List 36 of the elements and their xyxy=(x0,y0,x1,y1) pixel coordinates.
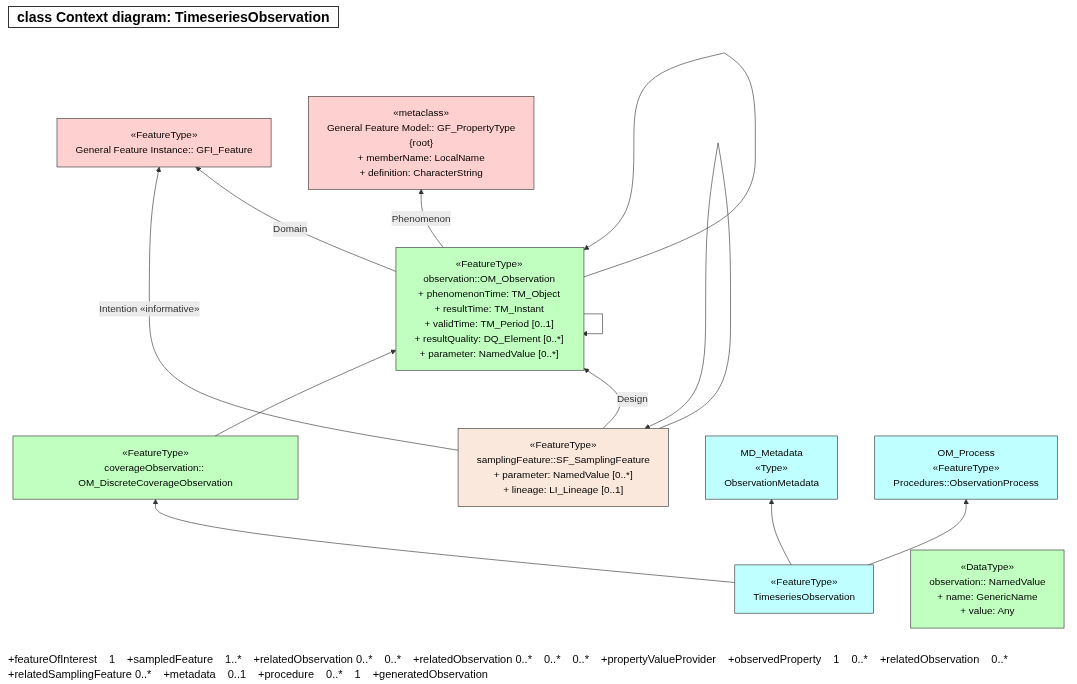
multiplicity-label: +propertyValueProvider xyxy=(600,653,716,665)
node-box: «FeatureType» observation::OM_Observation + phenomenonTime: TM_Object + resultTime: TM_Instant + validTime: TM_Period [0..1] + resultQuality: DQ_Element [0..*] + parameter: NamedValue [0..*] xyxy=(395,247,585,371)
multiplicity-label: +featureOfInterest xyxy=(8,653,97,665)
edge-label: Design xyxy=(616,393,648,405)
edge-label: Intention «informative» xyxy=(99,303,200,314)
node-box: «FeatureType» coverageObservation:: OM_DiscreteCoverageObservation xyxy=(12,435,299,500)
multiplicity-label: +sampledFeature xyxy=(127,653,213,665)
multiplicity-label: 1 xyxy=(108,653,116,665)
multiplicity-label: +relatedObservation 0..* xyxy=(253,653,373,665)
node-box: MD_Metadata «Type» ObservationMetadata xyxy=(705,435,838,500)
multiplicity-label: +relatedObservation xyxy=(879,653,980,665)
multiplicity-label: +relatedObservation 0..* xyxy=(413,653,532,665)
multiplicity-label: 0..* xyxy=(543,653,561,665)
multiplicity-label: 0..* xyxy=(851,653,868,665)
node-box: «FeatureType» TimeseriesObservation xyxy=(734,564,874,614)
multiplicity-label: 1 xyxy=(354,668,361,680)
multiplicity-label: 0..1 xyxy=(227,668,247,680)
multiplicity-label: 1..* xyxy=(225,653,242,665)
edge-label: Domain xyxy=(273,223,308,235)
node-box: «DataType» observation:: NamedValue + name: GenericName + value: Any xyxy=(910,549,1065,629)
multiplicity-label: 1 xyxy=(833,653,840,665)
node-box: «metaclass» General Feature Model:: GF_PropertyType {root} + memberName: LocalName + definition: CharacterString xyxy=(308,96,535,190)
node-box: OM_Process «FeatureType» Procedures::ObservationProcess xyxy=(874,435,1058,500)
node-box: «FeatureType» General Feature Instance:: GFI_Feature xyxy=(56,118,272,168)
multiplicity-label: 0..* xyxy=(572,653,589,665)
multiplicity-label: +relatedSamplingFeature 0..* xyxy=(8,668,152,680)
multiplicity-label: +generatedObservation xyxy=(372,668,488,680)
multiplicity-label: 0..* xyxy=(991,653,1008,665)
multiplicity-label: +procedure xyxy=(258,668,315,680)
multiplicity-label: 0..* xyxy=(384,653,401,665)
multiplicity-label: +observedProperty xyxy=(728,653,822,665)
edge-label: Phenomenon xyxy=(391,212,451,224)
node-box: «FeatureType» samplingFeature::SF_SamplingFeature + parameter: NamedValue [0..*] + lineage: LI_Lineage [0..1] xyxy=(457,428,669,507)
multiplicity-label: 0..* xyxy=(326,668,343,680)
multiplicity-label: +metadata xyxy=(163,668,216,680)
diagram-title: class Context diagram: TimeseriesObservation xyxy=(8,6,339,28)
